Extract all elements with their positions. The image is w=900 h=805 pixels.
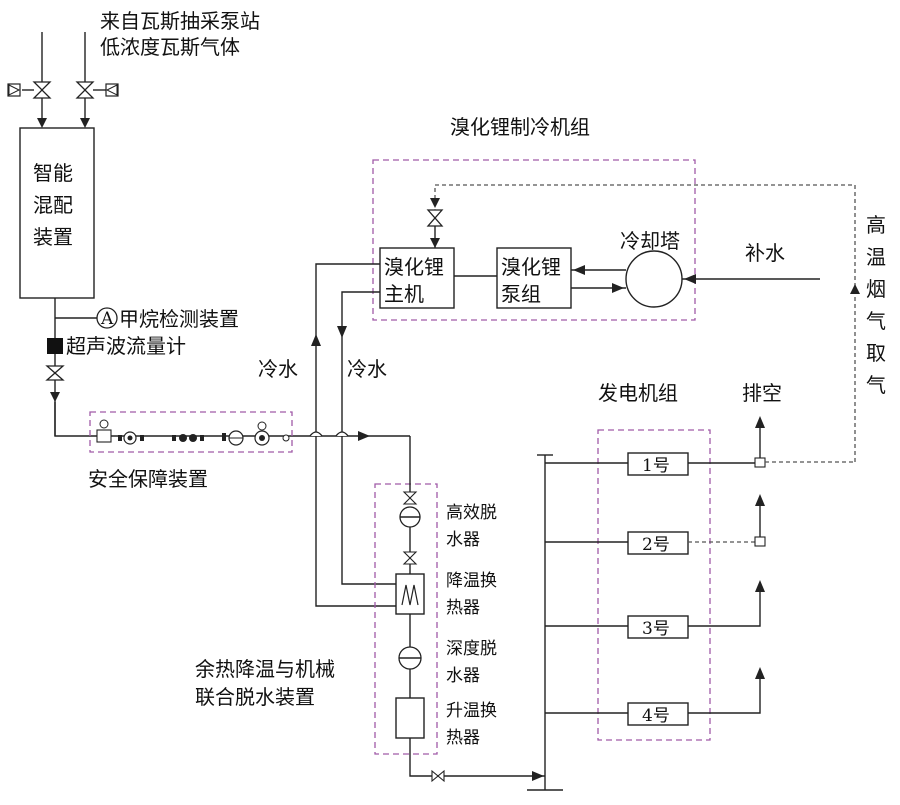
unit-4-label: 4号: [642, 706, 670, 726]
unit-3-label: 3号: [642, 619, 670, 639]
valve-icon: [45, 365, 65, 381]
flue-char-2: 温: [866, 245, 886, 269]
unit-3-box: [627, 615, 689, 639]
flue-char-6: 气: [866, 373, 886, 397]
exhaust-label: 排空: [742, 381, 782, 405]
arrow-down-icon: [37, 118, 47, 128]
valve-icon: [431, 769, 445, 783]
valve-icon: [7, 81, 52, 99]
detector-label: 甲烷检测装置: [119, 307, 239, 331]
unit1-exhaust: [688, 425, 761, 464]
flue-tap-icon: [754, 536, 766, 547]
dewater1-label-1: 高效脱: [446, 503, 497, 523]
arrow-down-icon: [50, 392, 60, 402]
safety-components-icon: [96, 419, 290, 446]
arrow-up-icon: [755, 494, 765, 506]
arrow-up-icon: [850, 284, 860, 294]
cooler-hx-label-2: 热器: [446, 598, 480, 618]
valve-icon: [402, 551, 418, 565]
chiller-pump-label-2: 泵组: [501, 282, 541, 306]
safety-label: 安全保障装置: [88, 467, 208, 491]
safety-device-box: [89, 411, 293, 453]
cold-water-right-label: 冷水: [347, 357, 387, 381]
arrow-right-icon: [532, 771, 544, 781]
generator-group-label: 发电机组: [598, 381, 678, 405]
arrow-left-icon: [573, 265, 585, 275]
cold-water-loop-outer: [315, 263, 396, 607]
flue-char-1: 高: [866, 213, 886, 237]
cooling-tower-label: 冷却塔: [620, 229, 680, 253]
mixer-label-3: 装置: [33, 225, 73, 249]
dewater2-label-2: 水器: [446, 666, 480, 686]
flowmeter-icon: [47, 338, 63, 354]
arrow-right-icon: [358, 431, 370, 441]
flue-char-3: 烟: [866, 277, 886, 301]
chiller-main-box: [379, 247, 455, 309]
flue-tap-icon: [754, 457, 766, 468]
chiller-pump-box: [496, 247, 572, 309]
heater-hx-icon: [395, 697, 425, 739]
dewater2-label-1: 深度脱: [446, 639, 497, 659]
detector-symbol: A: [100, 309, 114, 329]
cold-water-loop-inner: [341, 291, 396, 585]
mixer-label-2: 混配: [33, 193, 73, 217]
combined-label-1: 余热降温与机械: [195, 657, 335, 681]
combined-label-2: 联合脱水装置: [195, 685, 315, 709]
arrow-down-icon: [337, 326, 347, 338]
flue-char-5: 取: [866, 341, 886, 365]
combined-device-box: [374, 483, 438, 755]
flowmeter-label: 超声波流量计: [66, 334, 186, 358]
heater-hx-label-2: 热器: [446, 728, 480, 748]
arrow-down-icon: [430, 198, 440, 208]
flue-gas-line: [434, 184, 856, 462]
arrow-left-icon: [684, 274, 696, 284]
dewater1-label-2: 水器: [446, 530, 480, 550]
cold-water-left-label: 冷水: [258, 357, 298, 381]
unit-1-label: 1号: [642, 456, 670, 476]
dewater-outlet-pipe: [409, 738, 545, 777]
unit-2-box: [627, 531, 689, 555]
arrow-up-icon: [755, 416, 765, 428]
valve-icon: [426, 209, 444, 227]
chiller-pump-label-1: 溴化锂: [501, 255, 561, 279]
valve-icon: [75, 81, 119, 99]
chiller-group-box: [372, 159, 696, 321]
arrow-up-icon: [311, 334, 321, 346]
unit-2-label: 2号: [642, 535, 670, 555]
pipe-crossover: [335, 431, 349, 437]
generator-group-box: [597, 429, 711, 741]
cooler-hx-label-1: 降温换: [446, 571, 497, 591]
source-label-2: 低浓度瓦斯气体: [100, 35, 240, 59]
arrow-down-icon: [80, 118, 90, 128]
chiller-group-label: 溴化锂制冷机组: [450, 115, 590, 139]
cooler-hx-icon: [395, 573, 425, 615]
methane-detector-icon: [96, 307, 118, 329]
mixer-label-1: 智能: [33, 161, 73, 185]
unit4-exhaust: [688, 677, 761, 714]
arrow-up-icon: [755, 667, 765, 679]
unit3-exhaust: [688, 590, 761, 627]
arrow-up-icon: [755, 580, 765, 592]
pipe-crossover: [309, 431, 323, 437]
arrow-down-icon: [430, 238, 440, 248]
chiller-main-label-2: 主机: [384, 282, 424, 306]
chiller-main-label-1: 溴化锂: [384, 255, 444, 279]
valve-icon: [402, 491, 418, 505]
source-label-1: 来自瓦斯抽采泵站: [100, 9, 260, 33]
flue-char-4: 气: [866, 309, 886, 333]
heater-hx-label-1: 升温换: [446, 701, 497, 721]
mixer-box: [19, 127, 95, 299]
cooling-tower-icon: [625, 250, 683, 308]
arrow-right-icon: [612, 283, 624, 293]
makeup-water-label: 补水: [745, 241, 785, 265]
unit-4-box: [627, 702, 689, 726]
unit-1-box: [627, 452, 689, 476]
